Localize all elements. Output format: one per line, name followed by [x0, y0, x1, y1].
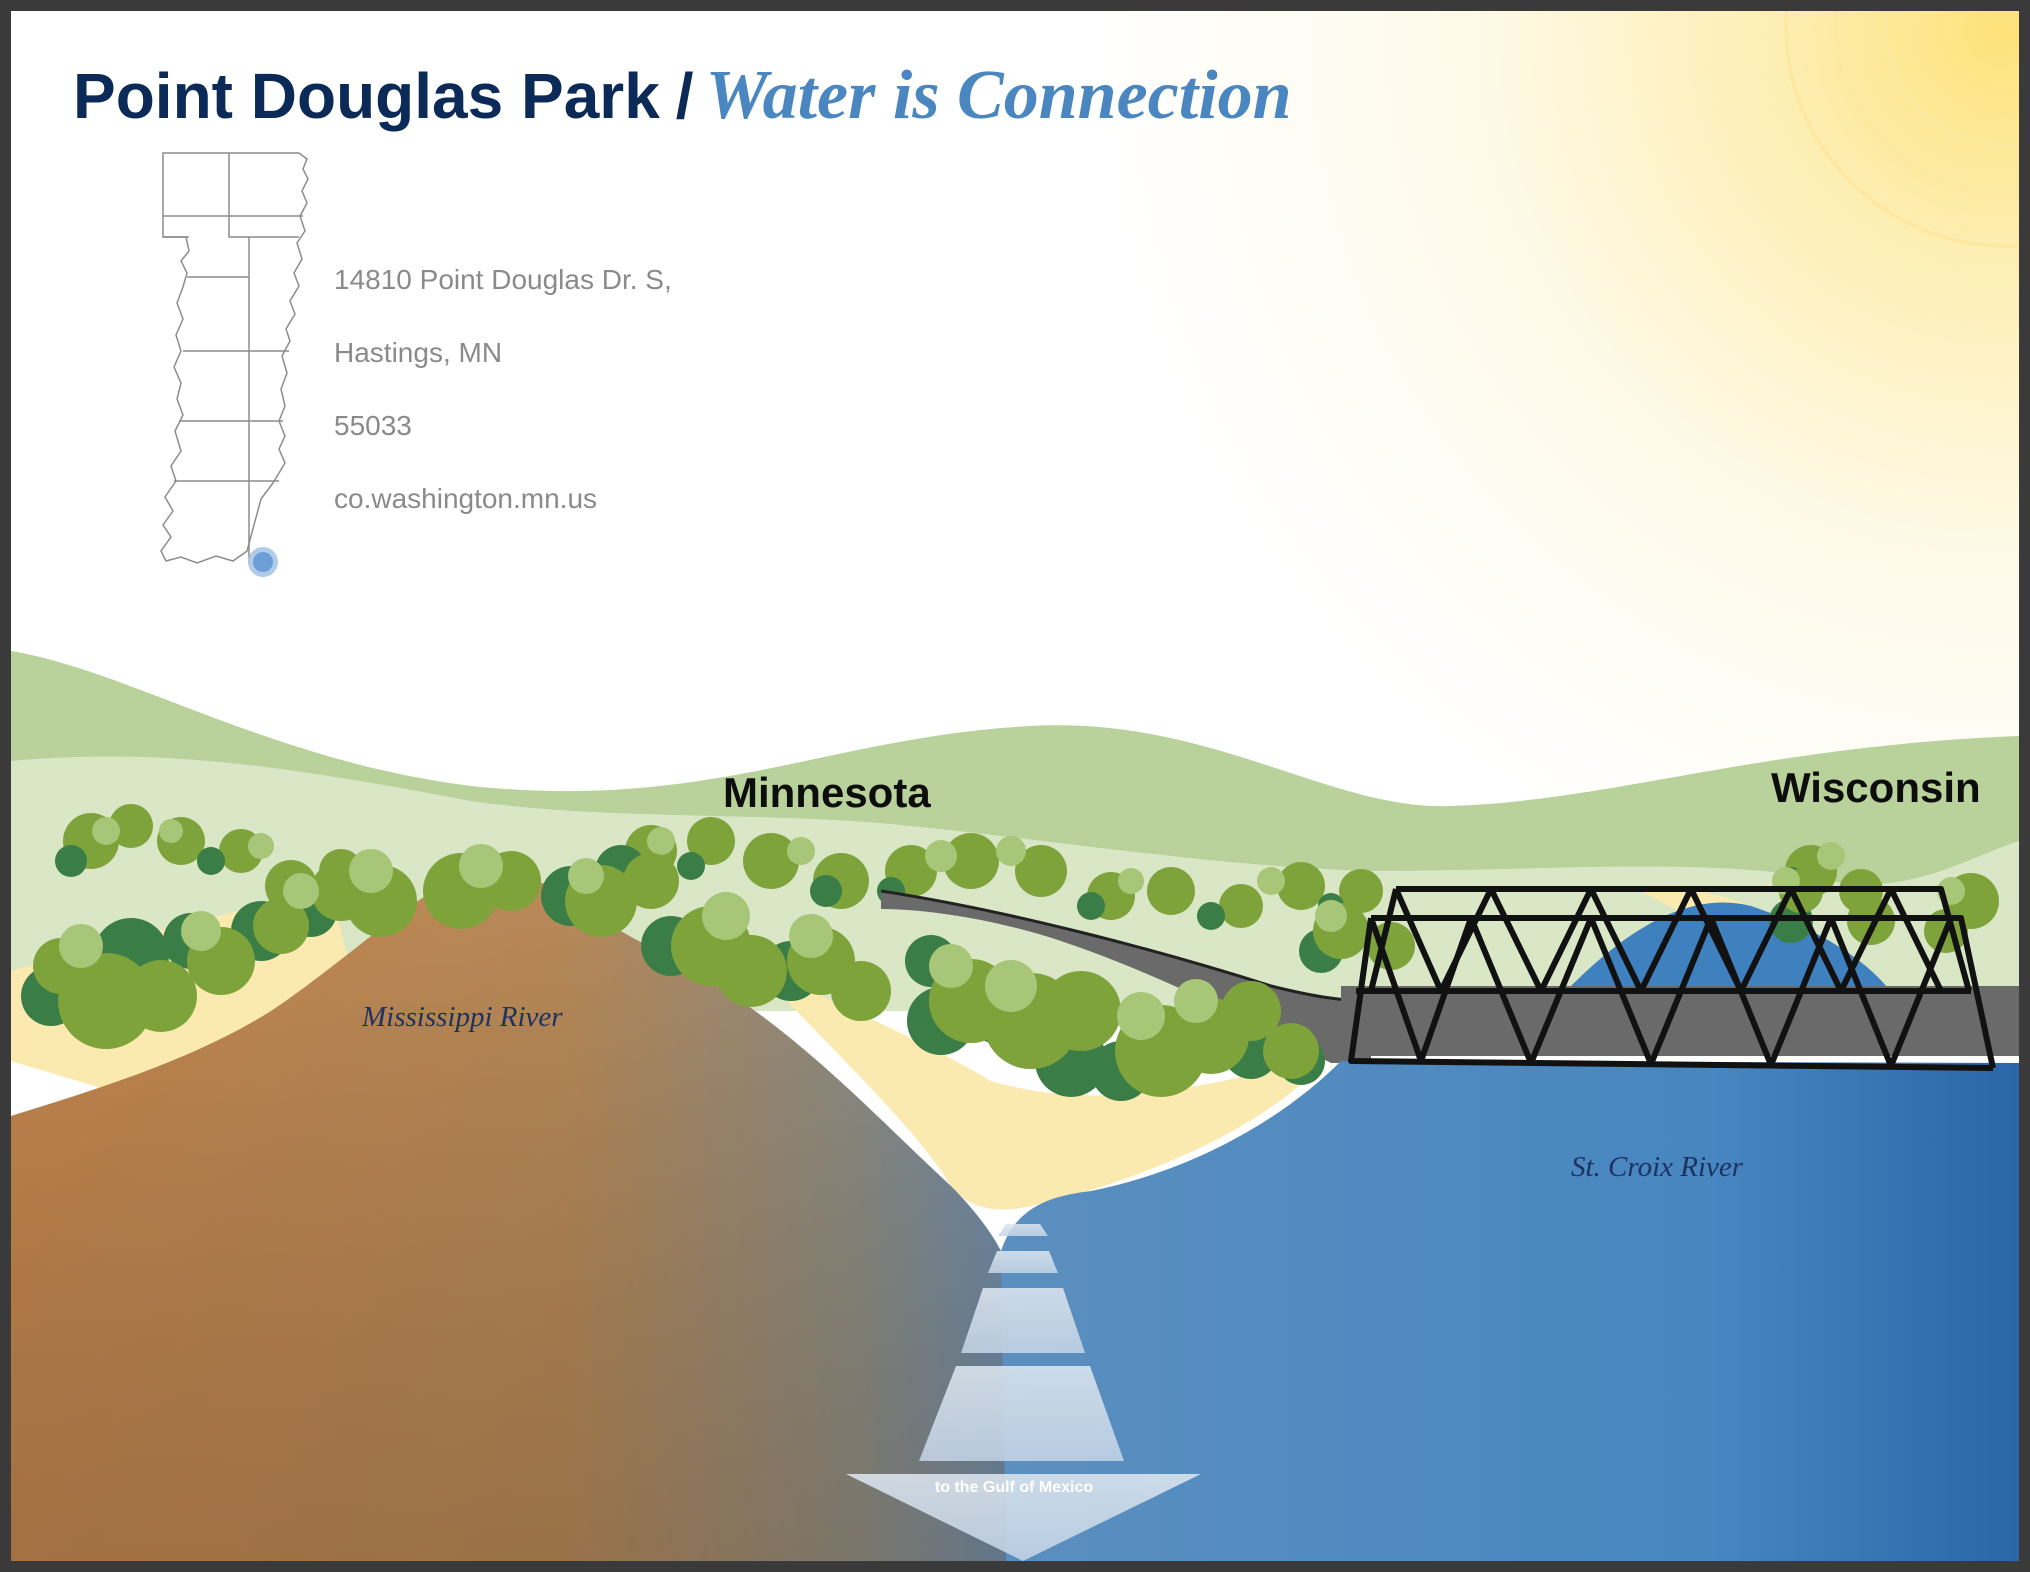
st-croix-channel: [1571, 902, 1886, 986]
title-subtitle: Water is Connection: [705, 57, 1292, 134]
poster-frame: Point Douglas Park/Water is Connection 1…: [11, 11, 2019, 1561]
sand-bank-center: [731, 941, 1331, 1210]
truss-bridge-icon: [1348, 886, 1996, 1071]
road-edge-line: [880, 889, 1372, 1003]
address-zip: 55033: [334, 410, 412, 441]
gulf-of-mexico-label: to the Gulf of Mexico: [934, 1479, 1094, 1496]
address-city: Hastings, MN: [334, 337, 503, 368]
title-separator: /: [675, 60, 694, 132]
washington-county-map-icon: [160, 152, 309, 564]
st-croix-river: [1001, 1061, 2019, 1561]
tree-line-back: [55, 804, 1999, 930]
address-block: 14810 Point Douglas Dr. S, Hastings, MN …: [334, 243, 672, 535]
sun-rays: [1784, 11, 2019, 248]
title-main: Point Douglas Park: [73, 60, 660, 132]
tree-line-front: [21, 844, 1968, 1101]
st-croix-river-label: St. Croix River: [1571, 1151, 1744, 1183]
landscape-scene: [11, 11, 2019, 1561]
gulf-arrow-icon: [846, 1224, 1201, 1561]
wisconsin-label: Wisconsin: [1771, 764, 1981, 811]
mississippi-river-label: Mississippi River: [362, 1001, 563, 1033]
address-website: co.washington.mn.us: [334, 483, 598, 514]
page-title: Point Douglas Park/Water is Connection: [73, 61, 1292, 131]
address-street: 14810 Point Douglas Dr. S,: [334, 264, 672, 295]
minnesota-label: Minnesota: [723, 769, 931, 816]
